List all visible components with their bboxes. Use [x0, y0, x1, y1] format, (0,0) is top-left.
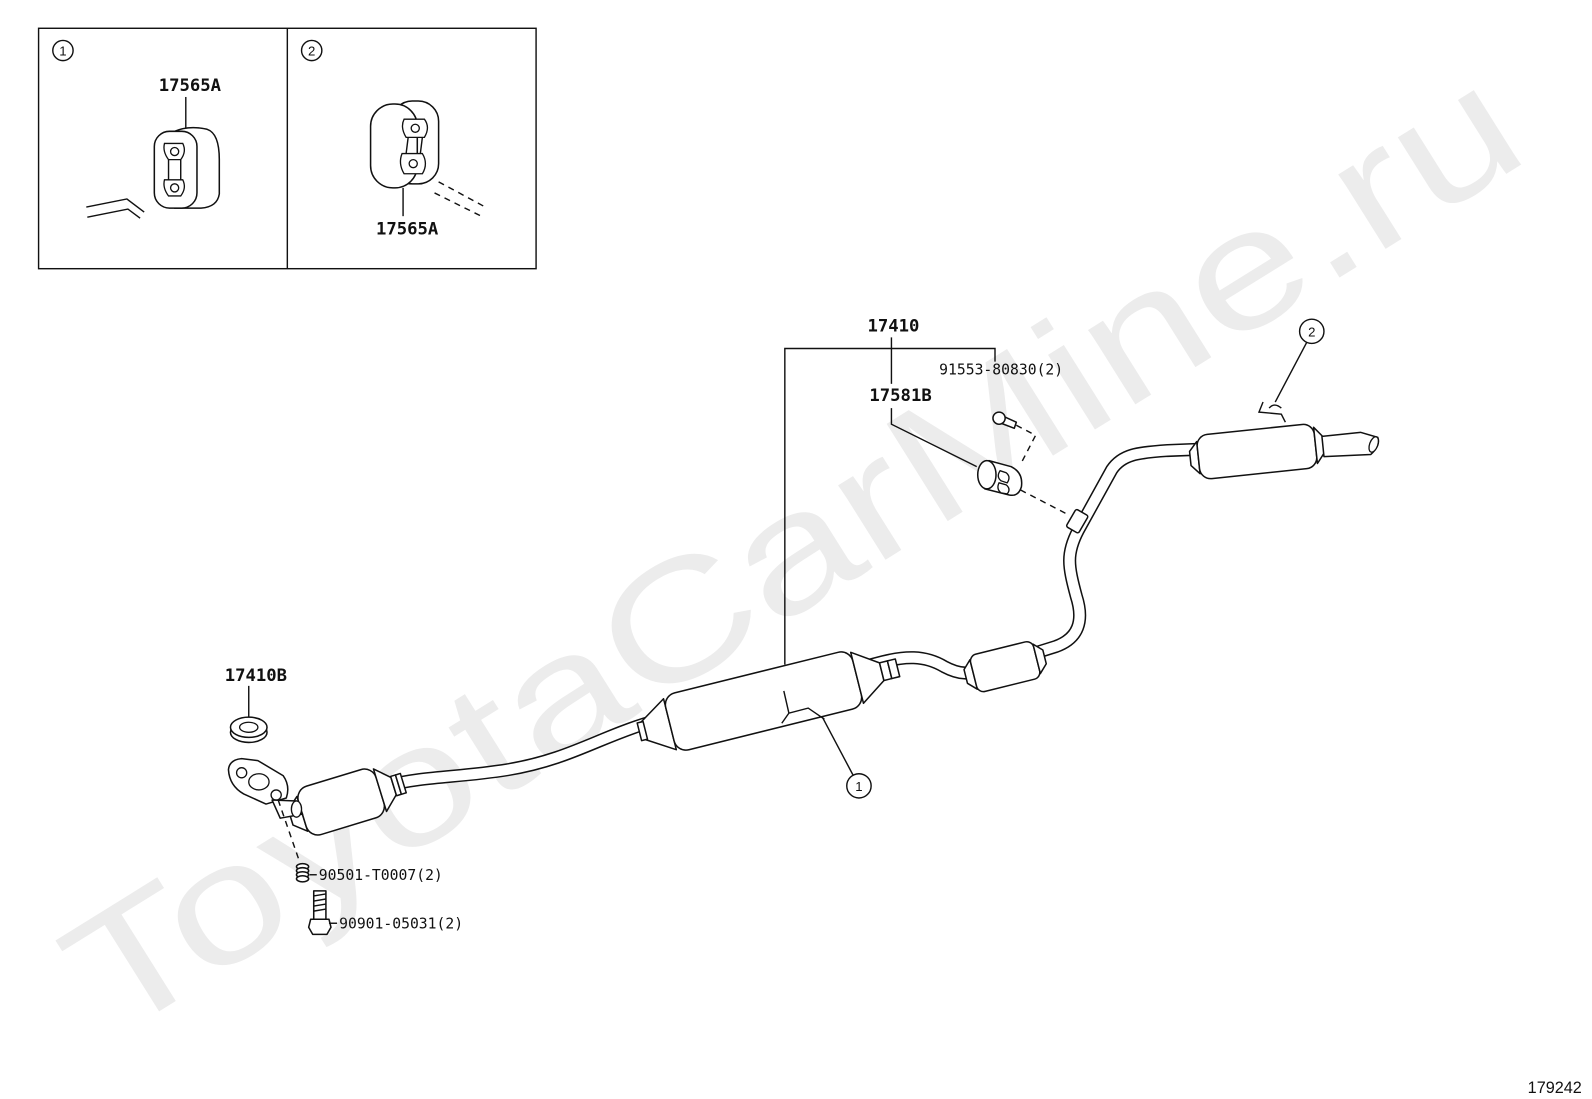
bolt-icon [992, 411, 1018, 430]
pipe-stub-icon [86, 198, 145, 219]
catalytic-converter [287, 768, 408, 836]
pipe-bracket [1065, 508, 1089, 534]
part-label-17565a: 17565A [376, 219, 439, 239]
assembly-dashed-line [1020, 489, 1070, 516]
center-muffler [636, 651, 901, 751]
part-label-90501-t0007: 90501-T0007(2) [319, 867, 443, 884]
callout-number: 2 [308, 44, 315, 59]
inset-panel-2: 2 17565A [300, 39, 486, 239]
gasket [229, 716, 268, 744]
part-label-90901-05031: 90901-05031(2) [339, 915, 463, 932]
part-label-17581b: 17581B [869, 386, 931, 406]
pipe-stub-icon [434, 181, 486, 218]
hanger-rod [781, 690, 825, 724]
leader-line [1274, 342, 1308, 403]
watermark: ToyotaCarMine.ru [33, 30, 1553, 1071]
callout-circle-2 [300, 39, 323, 62]
part-label-17410: 17410 [868, 316, 920, 336]
callout-number: 1 [59, 44, 66, 59]
inset-panel-1: 1 17565A [52, 39, 222, 219]
spring-icon [295, 862, 310, 883]
callout-circle-2 [1298, 318, 1325, 345]
part-label-17565a: 17565A [159, 76, 222, 96]
part-label-17410b: 17410B [225, 666, 287, 686]
front-flange [227, 757, 304, 819]
bolt-icon [307, 890, 332, 936]
leader-line [890, 408, 978, 468]
assembly-bracket [784, 347, 996, 665]
leader-line [821, 716, 854, 776]
resonator [963, 640, 1048, 693]
hanger-rod [1257, 401, 1287, 423]
rubber-hanger-icon [369, 100, 440, 189]
callout-number: 1 [855, 779, 862, 794]
detail-inset: 1 17565A 2 [37, 27, 537, 270]
callout-circle-1 [846, 773, 872, 799]
rubber-hanger-icon [976, 459, 1023, 497]
exhaust-pipe-assembly [227, 401, 1380, 836]
part-label-91553-80830: 91553-80830(2) [939, 362, 1063, 379]
callout-circle-1 [52, 39, 74, 62]
figure-number: 179242 [1528, 1079, 1582, 1097]
rear-muffler [1188, 423, 1326, 480]
rubber-hanger-icon [153, 126, 221, 209]
callout-number: 2 [1308, 324, 1315, 339]
